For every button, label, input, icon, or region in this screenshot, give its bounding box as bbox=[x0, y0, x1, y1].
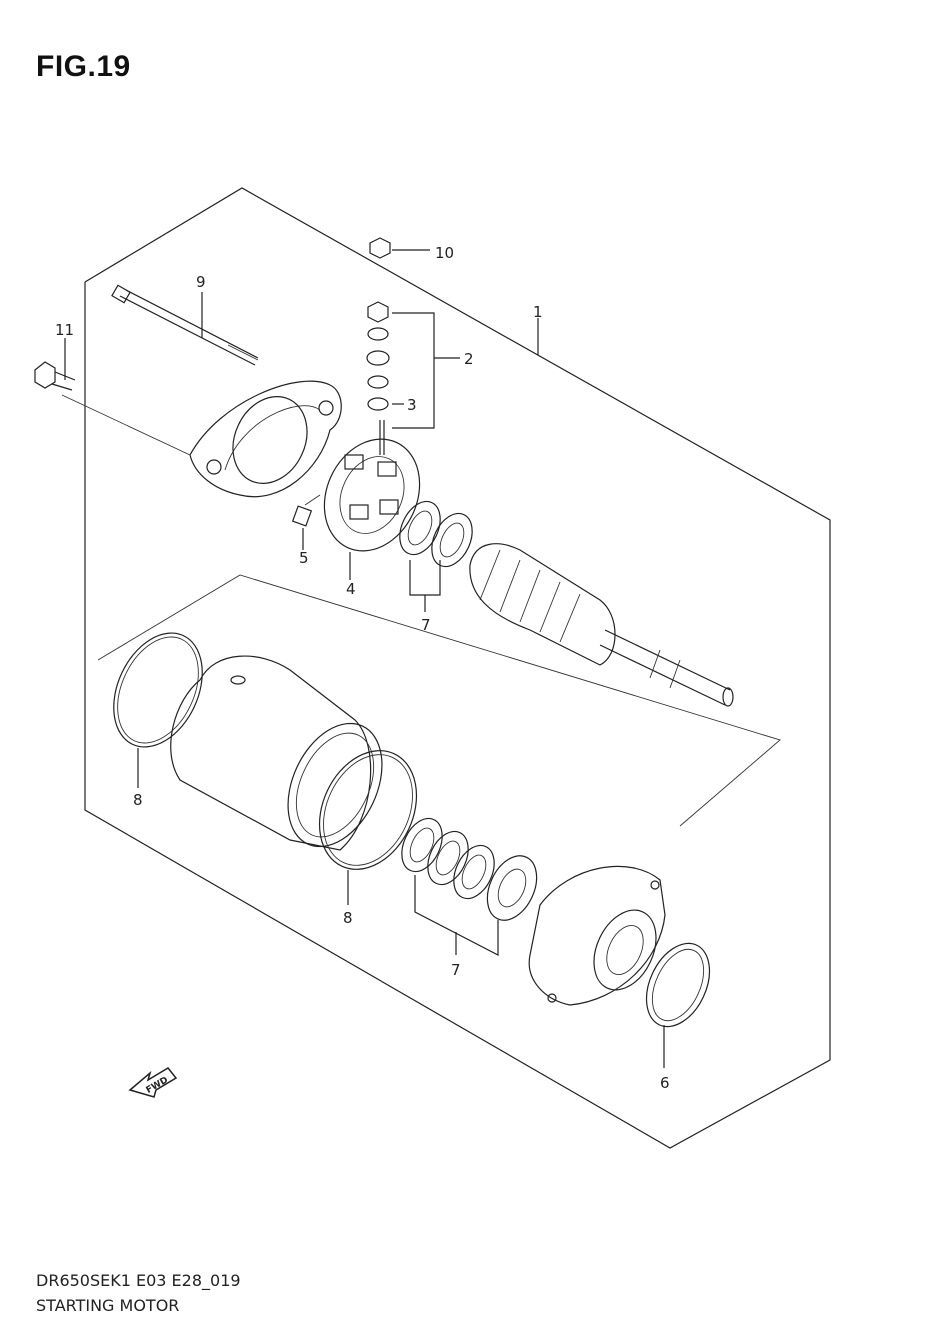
armature-part bbox=[469, 543, 734, 707]
callout-1: 1 bbox=[533, 303, 543, 321]
callout-8-right: 8 bbox=[343, 909, 353, 927]
upper-shims-part bbox=[399, 500, 473, 612]
callout-7-lower: 7 bbox=[451, 961, 461, 979]
brush-part bbox=[291, 494, 321, 527]
right-o-ring-part bbox=[318, 750, 418, 905]
callout-6: 6 bbox=[660, 1074, 670, 1092]
figure-title: FIG.19 bbox=[36, 50, 131, 83]
yoke-part bbox=[170, 655, 383, 851]
washer-stack-part bbox=[366, 237, 460, 429]
callout-11: 11 bbox=[55, 321, 74, 339]
model-code: DR650SEK1 E03 E28_019 bbox=[36, 1271, 241, 1290]
front-housing-part bbox=[528, 865, 666, 1006]
callout-2: 2 bbox=[464, 350, 474, 368]
rear-housing-part bbox=[61, 380, 342, 498]
callout-10: 10 bbox=[435, 244, 454, 262]
long-bolt-part bbox=[111, 284, 259, 366]
brush-holder-part bbox=[323, 420, 421, 552]
callout-5: 5 bbox=[299, 549, 309, 567]
assembly-boundary bbox=[84, 187, 831, 1149]
left-o-ring-part bbox=[113, 632, 203, 788]
callout-8-left: 8 bbox=[133, 791, 143, 809]
callout-3: 3 bbox=[407, 396, 417, 414]
section-plane bbox=[97, 574, 781, 827]
callout-9: 9 bbox=[196, 273, 206, 291]
callout-7-upper: 7 bbox=[421, 616, 431, 634]
front-o-ring-part bbox=[645, 942, 711, 1068]
short-bolt-part bbox=[34, 361, 76, 391]
figure-name: STARTING MOTOR bbox=[36, 1296, 180, 1315]
callout-4: 4 bbox=[346, 580, 356, 598]
lower-shims-part bbox=[401, 817, 538, 956]
fwd-arrow-icon: FWD bbox=[128, 1067, 178, 1098]
leader-lines bbox=[64, 292, 539, 580]
